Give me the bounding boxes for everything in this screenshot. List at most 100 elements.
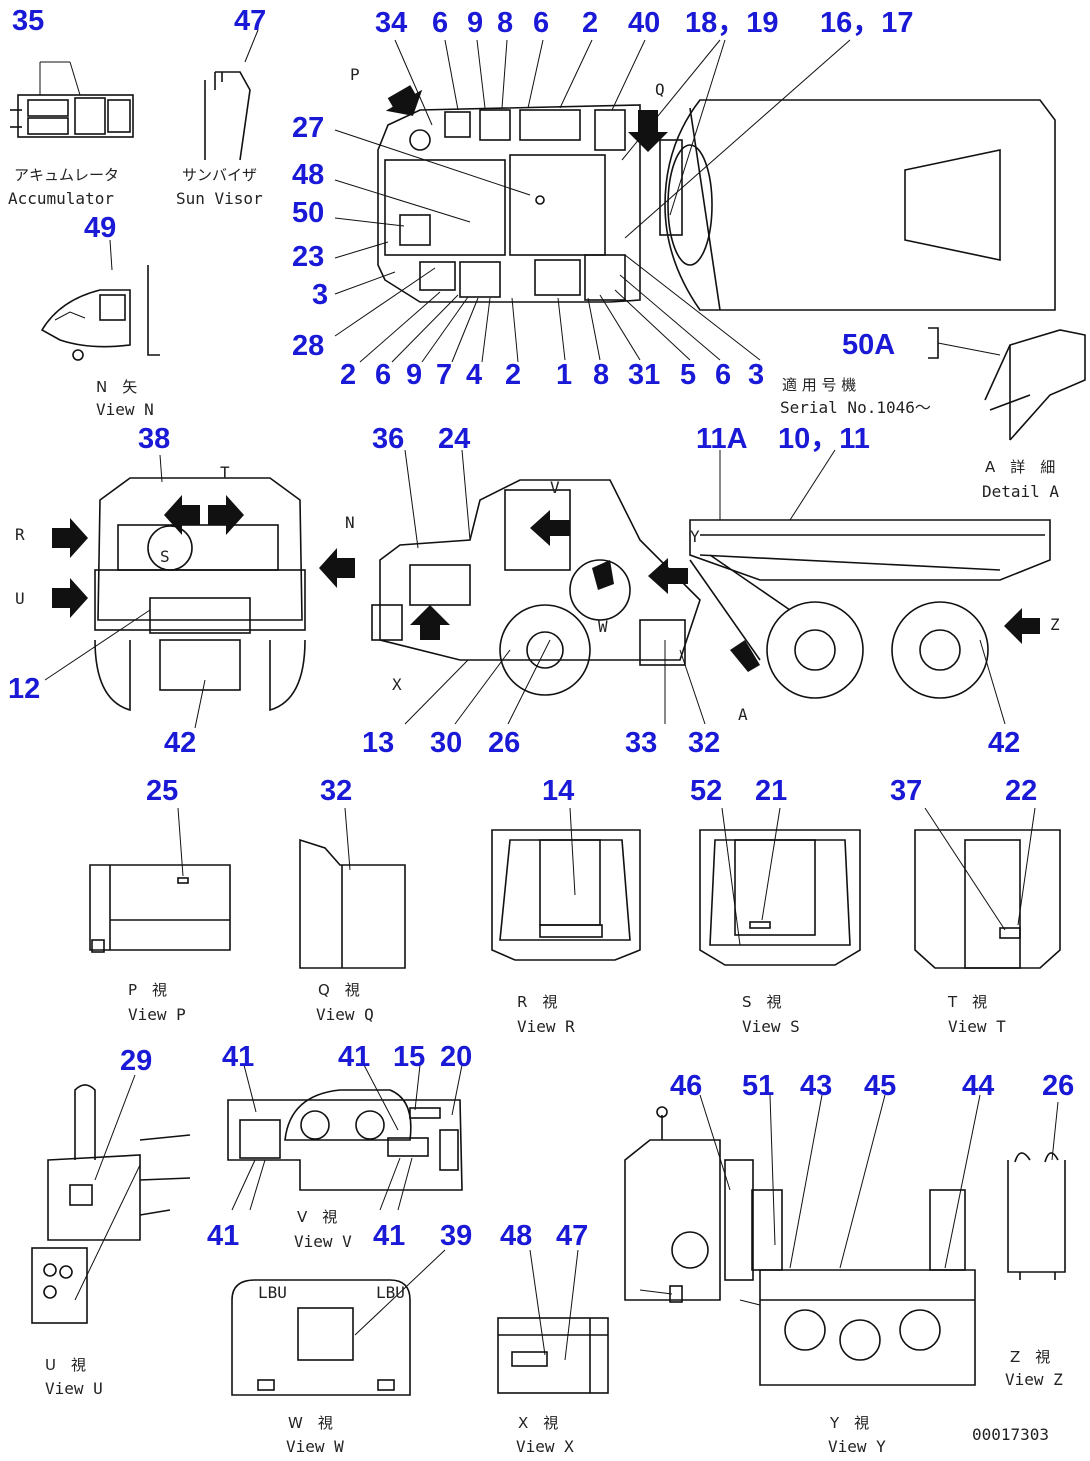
callout-23: 23 — [292, 241, 324, 273]
callout-25: 25 — [146, 775, 178, 807]
callout-20: 20 — [440, 1041, 472, 1073]
callout-42-front: 42 — [164, 727, 196, 759]
viewX-caption-jp: X 視 — [518, 1414, 558, 1432]
viewW-figure — [231, 1249, 446, 1396]
view-letter-Z: Z — [1050, 615, 1060, 634]
callout-24: 24 — [438, 423, 470, 455]
viewX-figure — [497, 1249, 609, 1394]
callout-10-11: 10，11 — [778, 423, 870, 455]
view-letter-Q: Q — [655, 80, 665, 99]
top-leaders — [334, 39, 851, 363]
viewQ-caption-en: View Q — [316, 1005, 374, 1024]
view-letter-Y: Y — [690, 527, 700, 546]
callout-4: 4 — [466, 359, 482, 391]
callout-32-viewQ: 32 — [320, 775, 352, 807]
viewS-figure — [699, 807, 861, 966]
callout-35: 35 — [12, 5, 44, 37]
detailA-figure — [928, 327, 1086, 441]
callout-8-top: 8 — [497, 7, 513, 39]
viewU-figure — [31, 1074, 191, 1324]
viewW-caption-jp: W 視 — [288, 1414, 333, 1432]
callout-48-top: 48 — [292, 159, 324, 191]
view-letter-N: N — [345, 513, 355, 532]
viewR-caption-jp: R 視 — [517, 993, 557, 1011]
callout-31: 31 — [628, 359, 660, 391]
view-letter-X: X — [392, 675, 402, 694]
callout-38: 38 — [138, 423, 170, 455]
callout-1: 1 — [556, 359, 572, 391]
callout-41-v-bottom-a: 41 — [207, 1220, 239, 1252]
callout-15: 15 — [393, 1041, 425, 1073]
lbu-mark-right: LBU — [376, 1283, 405, 1302]
callout-33: 33 — [625, 727, 657, 759]
sunvisor-caption-jp: サンバイザ — [182, 166, 257, 184]
callout-2-bottom-b: 2 — [505, 359, 521, 391]
viewT-figure — [914, 807, 1061, 969]
callout-32-side: 32 — [688, 727, 720, 759]
accumulator-figure — [10, 61, 134, 138]
viewQ-figure — [299, 807, 406, 969]
callout-52: 52 — [690, 775, 722, 807]
callout-47-top: 47 — [234, 5, 266, 37]
drawing-id: 00017303 — [972, 1425, 1049, 1444]
view-letter-U: U — [15, 589, 25, 608]
viewS-caption-en: View S — [742, 1017, 800, 1036]
detailA-caption-jp: A 詳 細 — [985, 458, 1055, 476]
view-letter-S: S — [160, 547, 170, 566]
callout-50: 50 — [292, 197, 324, 229]
viewT-caption-jp: T 視 — [947, 993, 987, 1011]
callout-9-top: 9 — [467, 7, 483, 39]
detailA-caption-en: Detail A — [982, 482, 1059, 501]
callout-29: 29 — [120, 1045, 152, 1077]
viewN-caption-jp: N 矢 — [96, 378, 137, 396]
callout-50A: 50A — [842, 329, 895, 361]
callout-13: 13 — [362, 727, 394, 759]
callout-7: 7 — [436, 359, 452, 391]
callout-36: 36 — [372, 423, 404, 455]
viewP-caption-jp: P 視 — [128, 981, 167, 999]
callout-37: 37 — [890, 775, 922, 807]
callout-30: 30 — [430, 727, 462, 759]
viewR-figure — [491, 807, 641, 961]
viewN-caption-en: View N — [96, 400, 154, 419]
viewY-caption-en: View Y — [828, 1437, 886, 1456]
viewP-figure — [89, 807, 231, 953]
viewV-caption-jp: V 視 — [297, 1208, 337, 1226]
callout-2-top: 2 — [582, 7, 598, 39]
viewZ-caption-jp: Z 視 — [1010, 1348, 1050, 1366]
viewS-caption-jp: S 視 — [742, 993, 782, 1011]
sunvisor-figure — [204, 29, 259, 161]
callout-9-bottom: 9 — [406, 359, 422, 391]
callout-5: 5 — [680, 359, 696, 391]
front-view-figure — [44, 454, 355, 729]
callout-6-top-b: 6 — [533, 7, 549, 39]
callout-11A: 11A — [696, 423, 748, 455]
callout-41-v-bottom-b: 41 — [373, 1220, 405, 1252]
cab-top-view — [377, 85, 1056, 311]
callout-28: 28 — [292, 330, 324, 362]
callout-16-17: 16，17 — [820, 7, 914, 39]
viewX-caption-en: View X — [516, 1437, 574, 1456]
viewZ-figure — [1007, 1101, 1066, 1280]
callout-26-side: 26 — [488, 727, 520, 759]
viewV-caption-en: View V — [294, 1232, 352, 1251]
viewU-caption-jp: U 視 — [45, 1356, 86, 1374]
callout-6-bottom-a: 6 — [375, 359, 391, 391]
side-view-figure — [371, 449, 1051, 725]
callout-40: 40 — [628, 7, 660, 39]
callout-6-bottom-b: 6 — [715, 359, 731, 391]
viewR-caption-en: View R — [517, 1017, 575, 1036]
callout-18-19: 18，19 — [685, 7, 779, 39]
callout-12: 12 — [8, 673, 40, 705]
viewT-caption-en: View T — [948, 1017, 1006, 1036]
callout-27: 27 — [292, 112, 324, 144]
callout-49: 49 — [84, 212, 116, 244]
callout-6-top-a: 6 — [432, 7, 448, 39]
callout-26-viewZ: 26 — [1042, 1070, 1074, 1102]
accumulator-caption-jp: アキュムレータ — [14, 166, 119, 184]
callout-2-bottom-a: 2 — [340, 359, 356, 391]
lbu-mark-left: LBU — [258, 1283, 287, 1302]
callout-34: 34 — [375, 7, 407, 39]
